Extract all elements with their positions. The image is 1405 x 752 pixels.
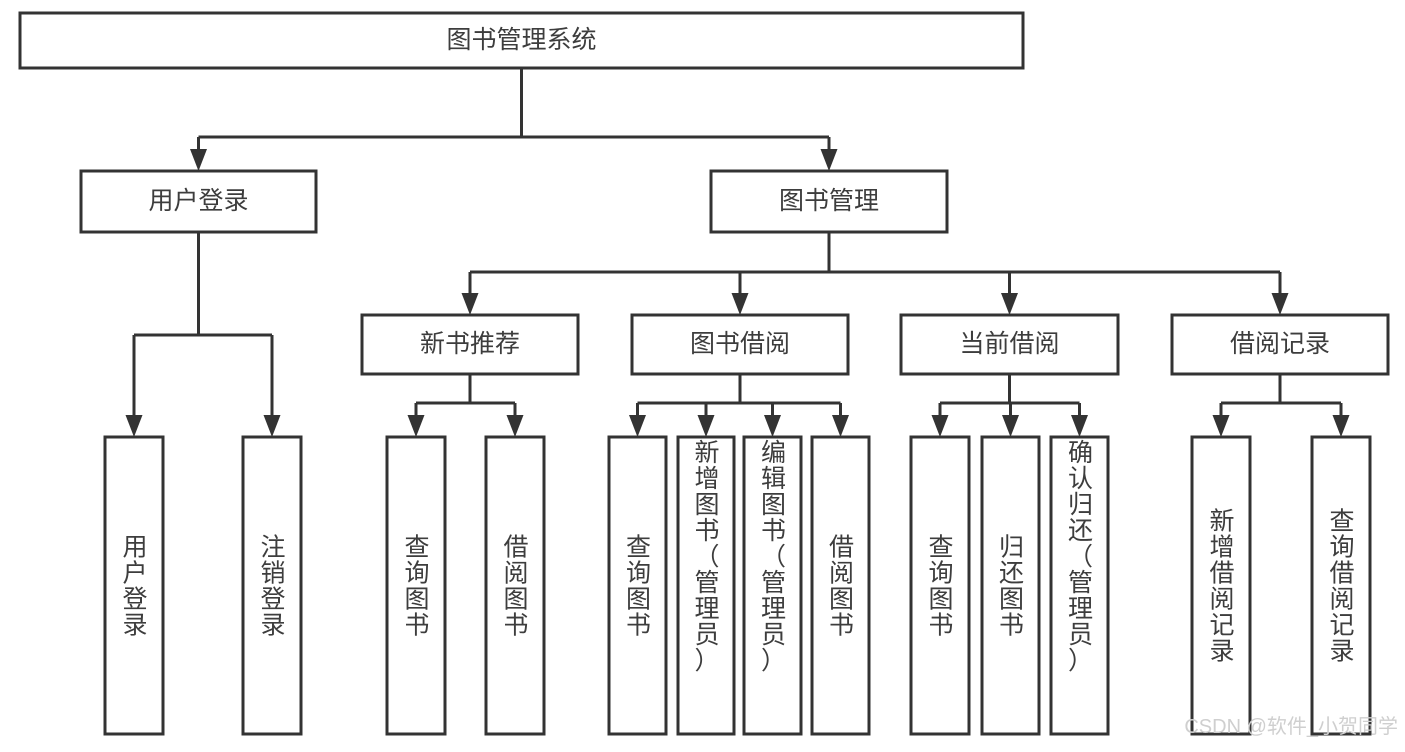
connector-current-borrow-to-leaves: [931, 374, 1088, 437]
node-label-borrow-record: 借阅记录: [1230, 330, 1330, 358]
node-label-leaf-query-borrow-record: 查询借阅记录: [1329, 508, 1354, 666]
node-label-leaf-query-book-borrow: 查询图书: [626, 534, 651, 640]
node-new-book-recommend[interactable]: 新书推荐: [360, 313, 580, 376]
node-box-leaf-borrow-book[interactable]: [810, 435, 871, 736]
node-label-leaf-logout: 注销登录: [260, 534, 285, 640]
connector-user-login-to-leaves: [125, 232, 281, 437]
node-box-leaf-query-book-recommend[interactable]: [385, 435, 447, 736]
node-book-management[interactable]: 图书管理: [709, 169, 949, 234]
node-label-leaf-user-login: 用户登录: [122, 534, 147, 640]
node-label-book-borrow: 图书借阅: [690, 330, 790, 358]
node-user-login[interactable]: 用户登录: [79, 169, 318, 234]
node-borrow-record[interactable]: 借阅记录: [1170, 313, 1390, 376]
node-root[interactable]: 图书管理系统: [18, 11, 1025, 70]
node-leaf-borrow-book[interactable]: 借阅图书: [810, 435, 871, 736]
node-box-leaf-query-book-current[interactable]: [909, 435, 971, 736]
node-label-leaf-add-book: 新增图书（管理员）: [694, 439, 719, 675]
connector-borrow-record-to-leaves: [1212, 374, 1350, 437]
node-box-leaf-borrow-book-recommend[interactable]: [484, 435, 546, 736]
node-current-borrow[interactable]: 当前借阅: [899, 313, 1120, 376]
node-label-leaf-query-book-recommend: 查询图书: [404, 534, 429, 640]
node-book-borrow[interactable]: 图书借阅: [630, 313, 850, 376]
node-leaf-query-borrow-record[interactable]: 查询借阅记录: [1310, 435, 1372, 736]
node-box-leaf-logout[interactable]: [241, 435, 303, 736]
node-leaf-query-book-borrow[interactable]: 查询图书: [607, 435, 668, 736]
node-leaf-edit-book[interactable]: 编辑图书（管理员）: [742, 435, 803, 736]
node-label-leaf-query-book-current: 查询图书: [928, 534, 953, 640]
node-leaf-add-borrow-record[interactable]: 新增借阅记录: [1190, 435, 1252, 736]
node-box-book-borrow[interactable]: [630, 313, 850, 376]
nodes-layer: 图书管理系统用户登录图书管理新书推荐图书借阅当前借阅借阅记录用户登录注销登录查询…: [18, 11, 1390, 736]
node-label-book-management: 图书管理: [779, 187, 879, 215]
node-label-new-book-recommend: 新书推荐: [420, 330, 520, 358]
node-label-leaf-add-borrow-record: 新增借阅记录: [1209, 508, 1234, 666]
node-box-book-management[interactable]: [709, 169, 949, 234]
connector-new-book-recommend-to-leaves: [407, 374, 524, 437]
node-label-current-borrow: 当前借阅: [959, 330, 1059, 358]
node-leaf-confirm-return[interactable]: 确认归还（管理员）: [1049, 435, 1110, 736]
node-box-root[interactable]: [18, 11, 1025, 70]
connectors-layer: [125, 68, 1350, 437]
node-box-leaf-user-login[interactable]: [103, 435, 165, 736]
node-leaf-borrow-book-recommend[interactable]: 借阅图书: [484, 435, 546, 736]
connector-root-to-level1: [190, 68, 838, 171]
node-leaf-logout[interactable]: 注销登录: [241, 435, 303, 736]
node-box-leaf-return-book[interactable]: [980, 435, 1041, 736]
connector-book-management-to-level2: [461, 232, 1289, 315]
node-box-leaf-query-borrow-record[interactable]: [1310, 435, 1372, 736]
node-box-new-book-recommend[interactable]: [360, 313, 580, 376]
node-leaf-return-book[interactable]: 归还图书: [980, 435, 1041, 736]
node-label-leaf-borrow-book: 借阅图书: [829, 534, 854, 640]
node-leaf-query-book-recommend[interactable]: 查询图书: [385, 435, 447, 736]
node-box-leaf-add-borrow-record[interactable]: [1190, 435, 1252, 736]
node-box-leaf-query-book-borrow[interactable]: [607, 435, 668, 736]
node-label-user-login: 用户登录: [148, 187, 248, 215]
node-box-leaf-add-book[interactable]: [676, 435, 736, 736]
connector-book-borrow-to-leaves: [629, 374, 849, 437]
csdn-watermark: CSDN @软件_小贺同学: [1184, 715, 1398, 738]
node-label-leaf-edit-book: 编辑图书（管理员）: [761, 439, 786, 675]
node-label-root: 图书管理系统: [446, 26, 596, 54]
node-leaf-user-login[interactable]: 用户登录: [103, 435, 165, 736]
node-box-borrow-record[interactable]: [1170, 313, 1390, 376]
node-label-leaf-confirm-return: 确认归还（管理员）: [1068, 439, 1093, 675]
node-box-current-borrow[interactable]: [899, 313, 1120, 376]
node-box-leaf-confirm-return[interactable]: [1049, 435, 1110, 736]
node-label-leaf-return-book: 归还图书: [999, 534, 1024, 640]
node-box-leaf-edit-book[interactable]: [742, 435, 803, 736]
node-label-leaf-borrow-book-recommend: 借阅图书: [503, 534, 528, 640]
node-box-user-login[interactable]: [79, 169, 318, 234]
node-leaf-query-book-current[interactable]: 查询图书: [909, 435, 971, 736]
node-leaf-add-book[interactable]: 新增图书（管理员）: [676, 435, 736, 736]
